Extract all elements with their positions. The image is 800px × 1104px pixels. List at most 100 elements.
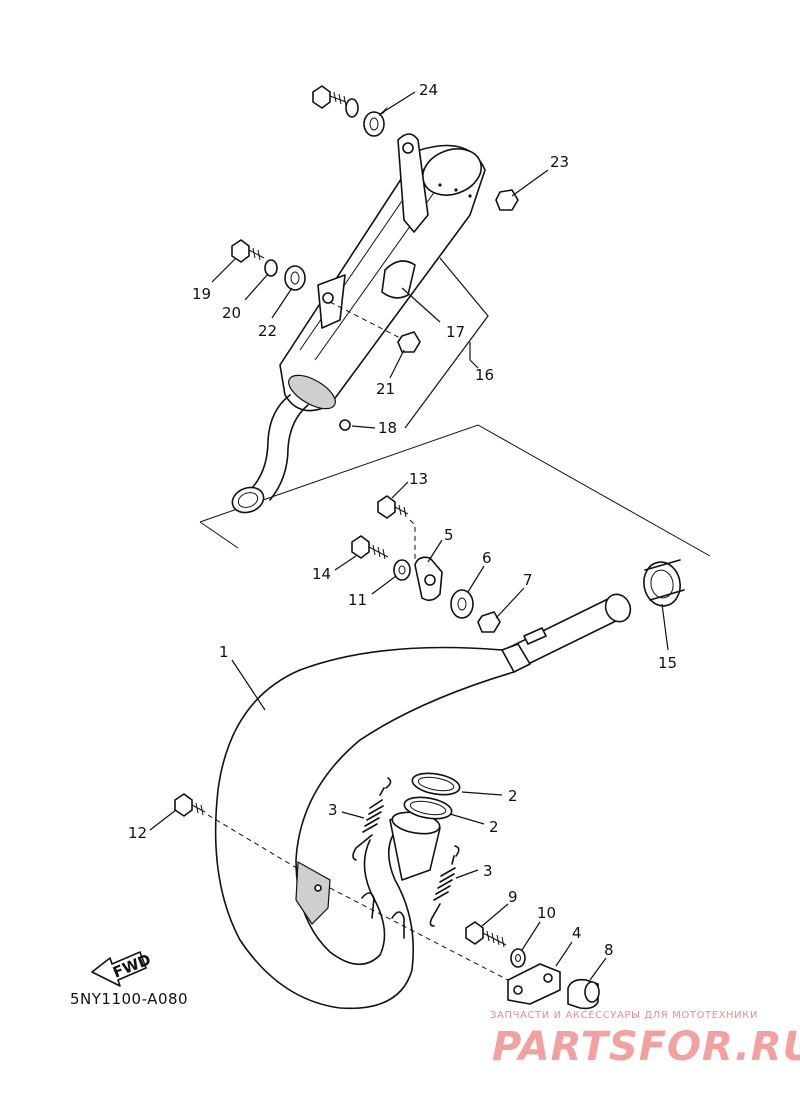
bolt-24-head [312,85,331,109]
gasket-2-upper [411,772,461,796]
callout-1: 1 [219,643,229,661]
leader-15 [661,603,669,651]
bolt-13-dash [409,519,416,560]
leader-24 [379,91,416,115]
washer-24 [345,98,359,118]
bolt-14-head [351,535,370,559]
callout-7: 7 [523,571,533,589]
spring-3-lower-hook [454,845,460,857]
bolt-14-thread [368,544,389,560]
leader-21 [389,349,405,379]
silencer-upper-bracket [397,133,429,233]
bolt-9-head [465,921,484,945]
leader-16 [404,257,489,429]
rivet-dot [468,194,472,198]
leader-4 [555,941,573,967]
bolt-12-head [174,793,193,817]
callout-labels: 24 23 19 20 22 17 16 21 18 13 5 6 7 14 1… [128,81,677,959]
spring-3-upper [352,787,385,861]
collar-21 [397,331,421,353]
grommet-24-hole [369,117,379,131]
leader-12 [149,809,177,831]
rivet-dot [454,188,458,192]
leader-2b [449,813,485,825]
stay-4-hole [543,973,553,983]
rivet-dot [438,183,442,187]
washer-20 [264,259,278,277]
callout-8: 8 [604,941,614,959]
washer-11 [393,559,411,581]
silencer-inlet-flange [288,374,336,410]
fwd-arrow-icon [91,951,147,987]
collar-7 [477,611,501,633]
leader-3a [341,811,365,819]
callout-3-upper: 3 [328,801,338,819]
exhaust-pipe: FWD [91,593,632,1010]
silencer-body [279,144,486,412]
callout-6: 6 [482,549,492,567]
grommet-6 [450,589,474,619]
bracket-hole [322,292,334,304]
callout-16: 16 [475,366,494,384]
callout-2-upper: 2 [508,787,518,805]
callout-23: 23 [550,153,569,171]
bolt-12-thread [191,802,206,816]
leader-13 [391,481,409,499]
leader-11 [371,575,397,595]
leader-9 [481,903,509,927]
callout-17: 17 [446,323,465,341]
gasket-2-lower-inner [409,800,447,816]
stay-4 [507,963,561,1005]
grommet-22 [284,265,306,291]
callout-13: 13 [409,470,428,488]
callout-21: 21 [376,380,395,398]
joint-15-body [644,559,685,601]
mount-plate-hole [314,884,322,892]
bolt-12-dash [207,814,301,871]
leader-2a [461,791,503,796]
silencer-frame-line-lower [199,521,239,549]
spring-hook [391,911,405,939]
leader-20 [244,273,269,301]
bolt-13-thread [394,504,409,518]
mount-hardware [351,495,685,633]
callout-24: 24 [419,81,438,99]
bolt-19-thread [248,247,265,261]
callout-18: 18 [378,419,397,437]
bracket-5-hole [424,574,436,586]
collar-8-end [584,981,600,1003]
callout-22: 22 [258,322,277,340]
screw-18 [339,419,351,431]
callout-14: 14 [312,565,331,583]
washer-11-hole [398,565,406,575]
callout-19: 19 [192,285,211,303]
callout-5: 5 [444,526,454,544]
spring-3-upper-hook [385,777,392,789]
callout-2-lower: 2 [489,818,499,836]
callout-4: 4 [572,924,582,942]
joint-15 [643,561,681,607]
callout-11: 11 [348,591,367,609]
bracket-hole [402,142,414,154]
stay-4-hole [513,985,523,995]
callout-10: 10 [537,904,556,922]
leader-14 [334,555,357,571]
callout-15: 15 [658,654,677,672]
callout-12: 12 [128,824,147,842]
watermark-tagline: ЗАПЧАСТИ И АКСЕССУАРЫ ДЛЯ МОТОТЕХНИКИ [490,1010,759,1021]
watermark-logo: PARTSFOR.RU [492,1024,800,1070]
grommet-24 [363,111,385,137]
leader-8 [589,957,607,981]
leader-5 [427,539,443,563]
spring-hook [361,892,375,919]
silencer-inlet-inner [237,492,259,508]
joint-15-inner [650,569,674,599]
stay-dash [329,887,509,981]
bolt-9-thread [482,930,507,948]
leader-1 [231,659,266,711]
silencer-inlet-pipe [251,394,309,501]
bolt-24-thread [329,91,347,107]
leader-22 [271,287,293,319]
washer-10-hole [515,954,521,962]
leader-19 [211,257,237,283]
